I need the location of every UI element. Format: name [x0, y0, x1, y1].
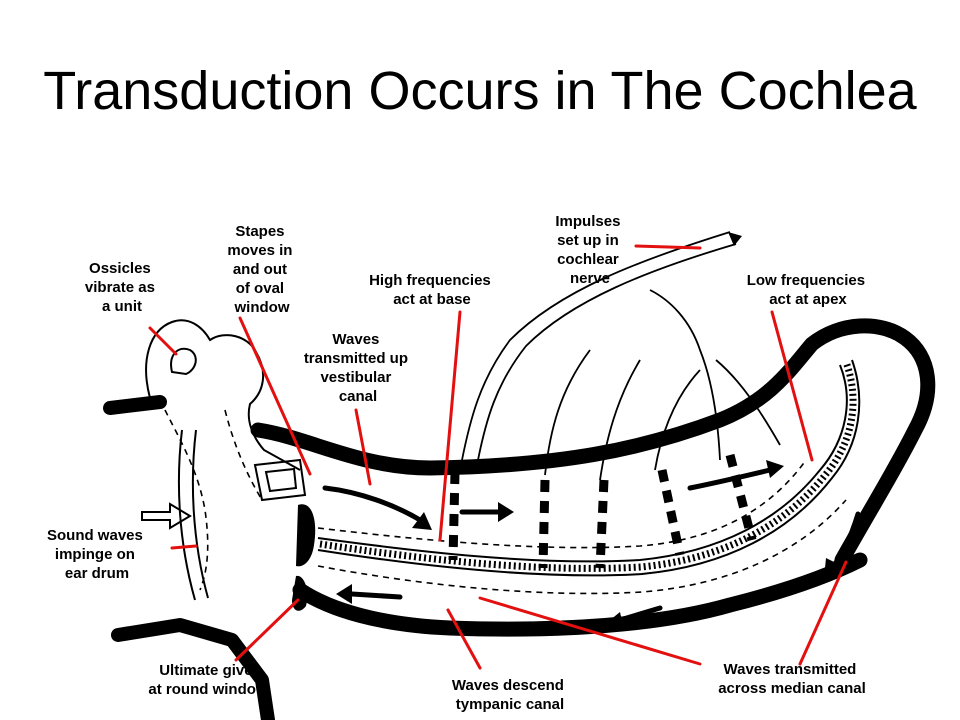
pointer-stapes — [238, 316, 312, 476]
label-sound-waves: Sound waves impinge on ear drum — [47, 527, 147, 582]
pointer-impulses — [634, 244, 702, 250]
label-waves-up: Waves transmitted up vestibular canal — [304, 331, 412, 405]
pointer-waves-up — [354, 408, 372, 486]
label-stapes: Stapes moves in and out of oval window — [227, 223, 296, 316]
pointer-median-1 — [478, 596, 702, 666]
label-high-frequencies: High frequencies act at base — [369, 272, 495, 308]
pointer-ossicles — [148, 326, 178, 356]
pointer-sound-waves — [170, 544, 198, 550]
pointer-lines — [148, 244, 848, 670]
label-low-frequencies: Low frequencies act at apex — [747, 272, 870, 308]
label-impulses: Impulses set up in cochlear nerve — [555, 213, 624, 287]
pointer-round-window — [234, 598, 300, 662]
pointer-low-freq — [770, 310, 814, 462]
label-round-window: Ultimate give at round window — [148, 662, 267, 698]
label-median: Waves transmitted across median canal — [718, 661, 866, 697]
label-descend: Waves descend tympanic canal — [452, 677, 568, 713]
cochlea-illustration — [103, 231, 936, 720]
label-ossicles: Ossicles vibrate as a unit — [85, 260, 159, 315]
pointer-descend — [446, 608, 482, 670]
pointer-high-freq — [438, 310, 462, 542]
wave-flow-arrows — [141, 232, 861, 630]
slide-title: Transduction Occurs in The Cochlea — [43, 61, 917, 121]
pointer-median-2 — [798, 560, 848, 666]
